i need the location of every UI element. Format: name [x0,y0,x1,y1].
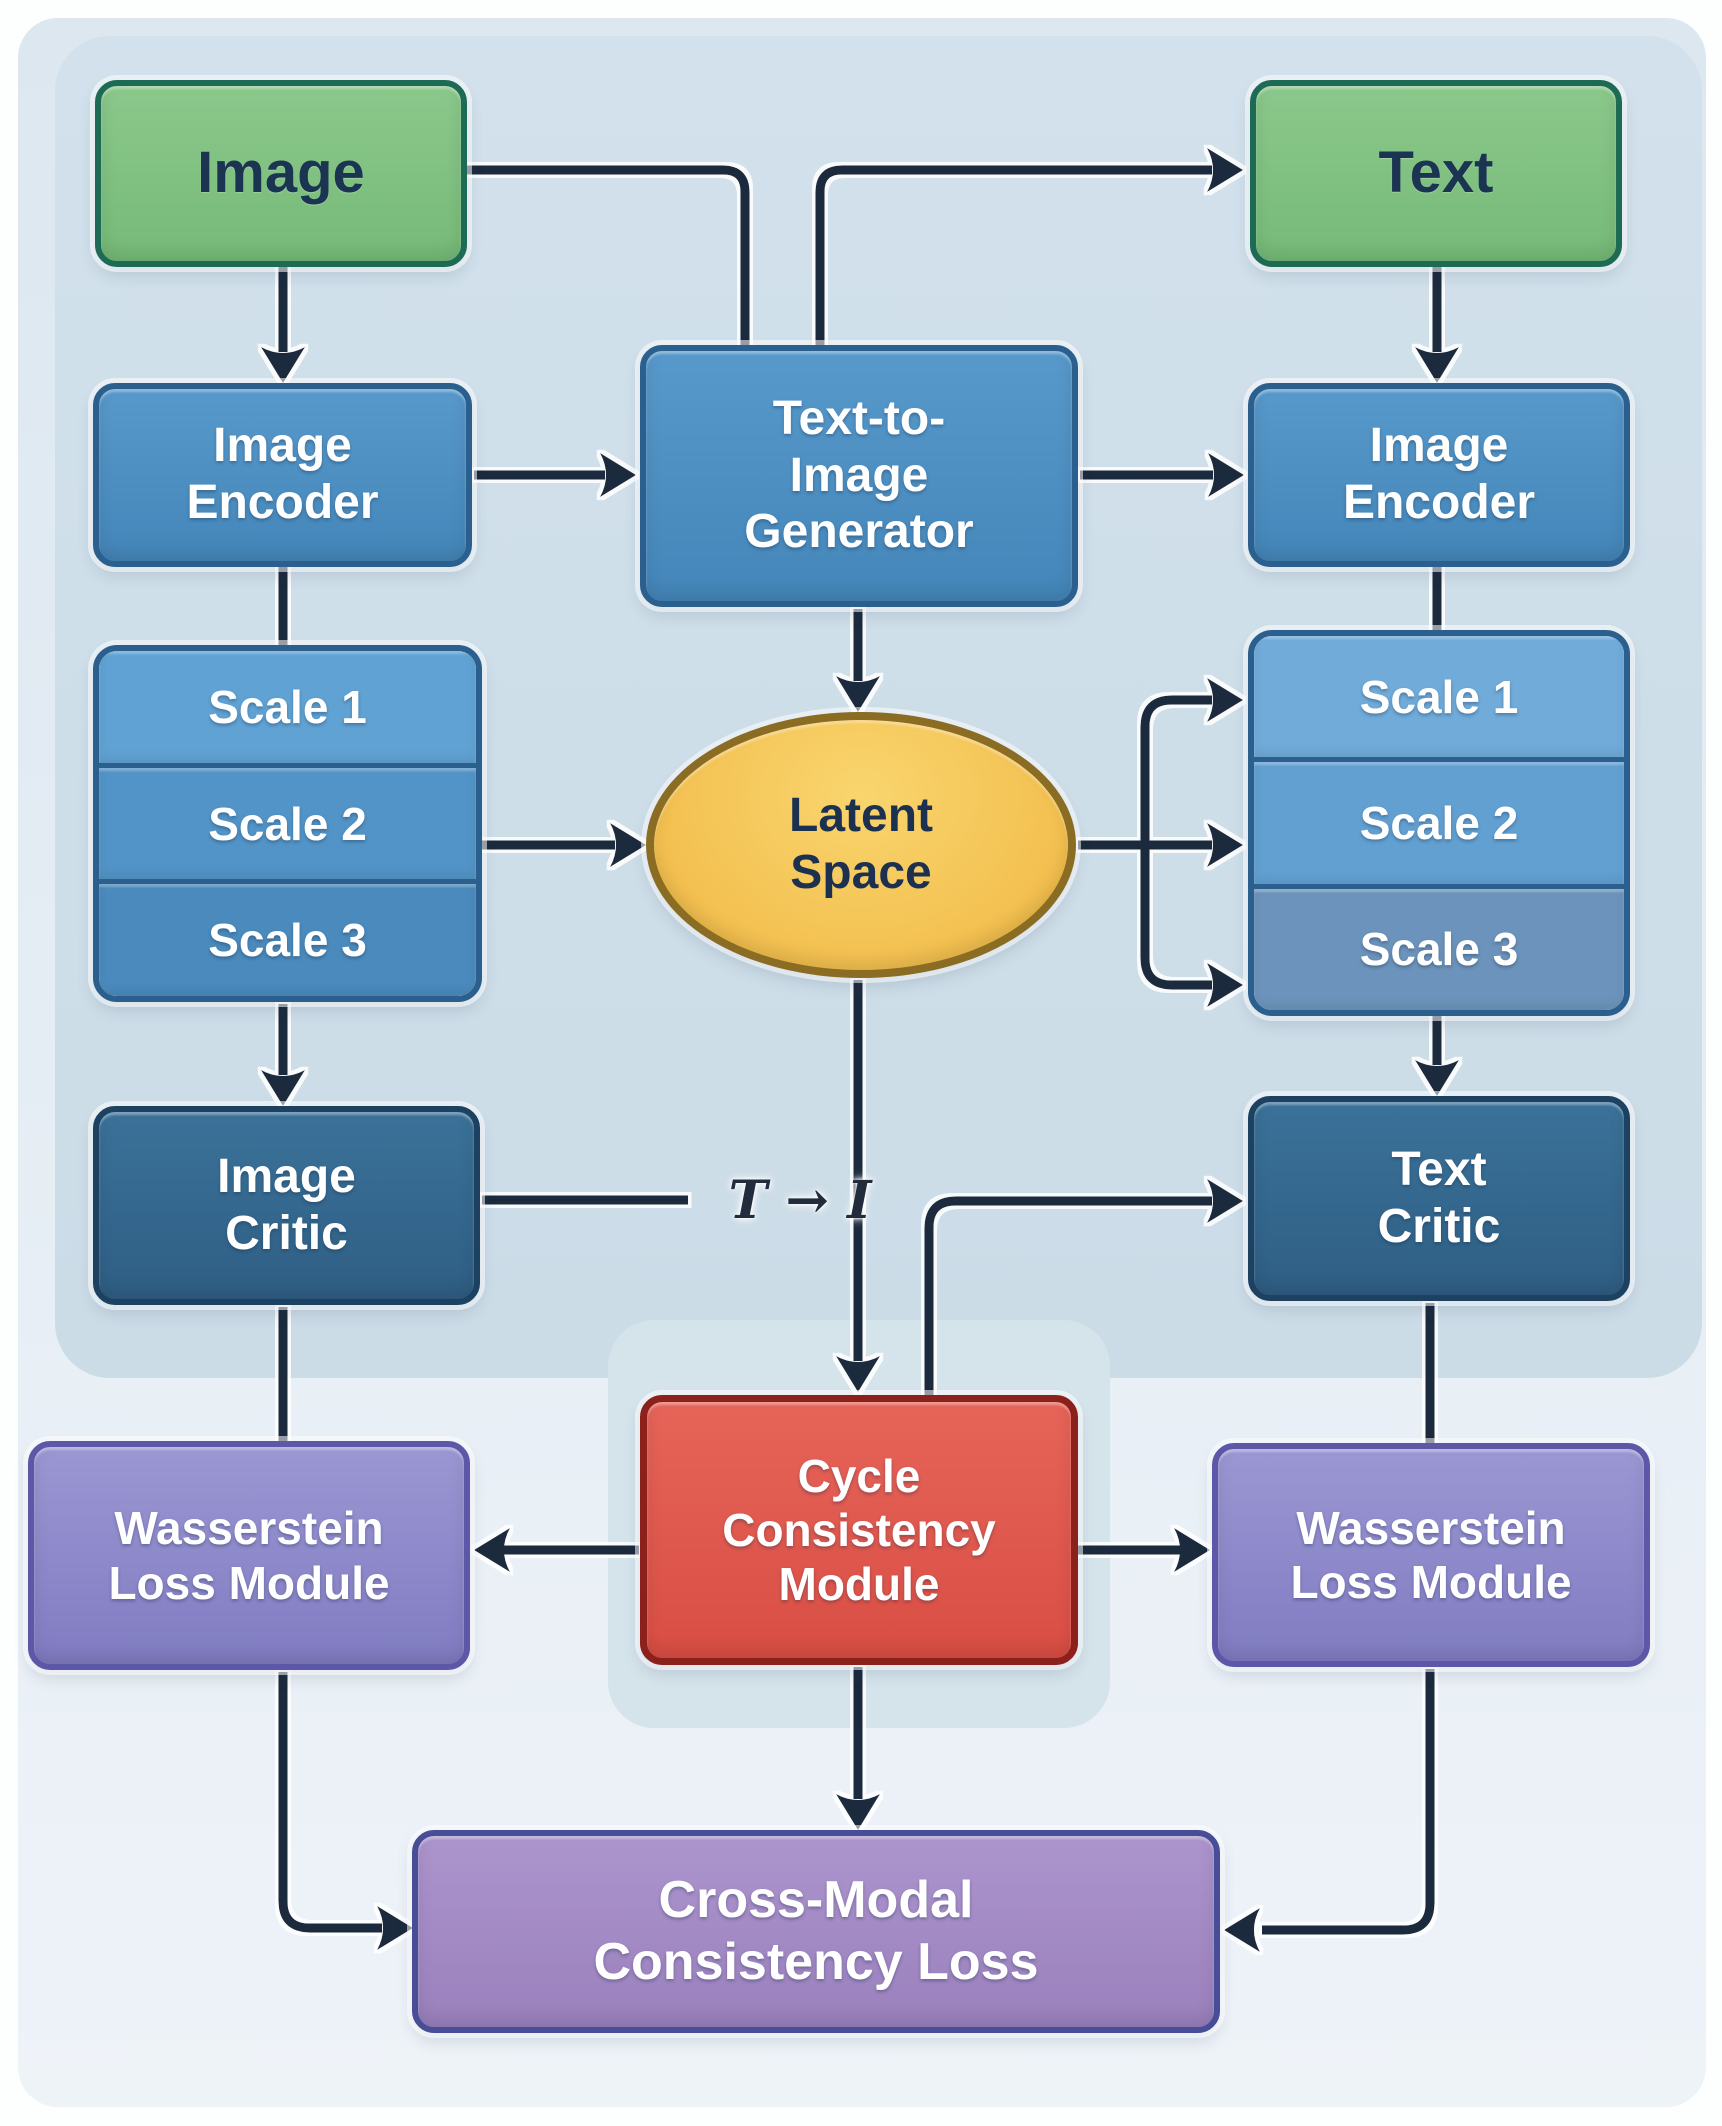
node-scale-stack-right: Scale 1 Scale 2 Scale 3 [1248,630,1630,1016]
scale-row: Scale 2 [1254,757,1624,884]
scale-row: Scale 3 [1254,883,1624,1010]
node-wasserstein-loss-left: Wasserstein Loss Module [28,1441,470,1670]
node-text-critic: Text Critic [1248,1096,1630,1301]
node-text-source: Text [1250,80,1622,267]
node-wasserstein-loss-right: Wasserstein Loss Module [1212,1443,1650,1667]
scale-row: Scale 2 [99,762,476,880]
node-text-to-image-generator: Text-to- Image Generator [640,345,1078,607]
scale-row: Scale 1 [99,651,476,763]
node-latent-space: Latent Space [646,712,1076,978]
node-image-encoder-left: Image Encoder [93,383,472,567]
scale-row: Scale 1 [1254,636,1624,758]
node-cycle-consistency-module: Cycle Consistency Module [640,1395,1078,1665]
node-cross-modal-consistency-loss: Cross-Modal Consistency Loss [412,1830,1220,2033]
node-image-encoder-right: Image Encoder [1248,383,1630,567]
node-image-source: Image [95,80,467,267]
t-to-i-annotation: T → I [728,1169,872,1231]
node-scale-stack-left: Scale 1 Scale 2 Scale 3 [93,645,482,1002]
scale-row: Scale 3 [99,879,476,996]
node-image-critic: Image Critic [93,1106,480,1305]
